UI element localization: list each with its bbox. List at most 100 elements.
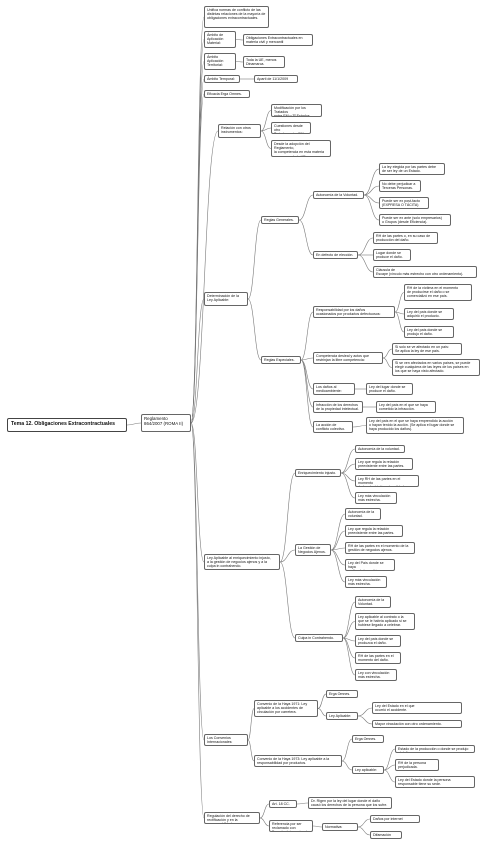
connector-convenio-1973-to-c2-ley	[341, 760, 353, 771]
culpa-item-5[interactable]: Ley con vinculación más estrecha.	[355, 669, 397, 681]
autonomia-item-3[interactable]: Puede ser ex post-facto (EXPRESA O TÁCIT…	[379, 197, 429, 209]
enriquecimiento-item-4[interactable]: Ley más vinculación más estrecha.	[355, 492, 397, 504]
responsabilidad-item-3[interactable]: Ley del país donde se produjo el daño.	[404, 326, 454, 338]
c2-item-3[interactable]: Ley del Estado donde la persona responsa…	[395, 776, 475, 788]
culpa-item-4[interactable]: RH de las partes en el momento del daño.	[355, 652, 401, 664]
c2-erga[interactable]: Erga Omnes.	[352, 735, 384, 743]
culpa-item-2[interactable]: Ley aplicable al contrato o la que se le…	[355, 613, 415, 630]
connector-defecto-label-to-defecto-item-1	[357, 237, 374, 256]
competencia-item-1[interactable]: Si solo se ve afectado en un país: Se ap…	[392, 343, 462, 355]
connector-convenios-label-to-convenio-1973	[247, 739, 255, 762]
ambito-territorial-value[interactable]: Toda la UE, menos Dinamarca.	[243, 56, 285, 68]
relacion-item-2[interactable]: Cuestiones desde otro Tratados entre EM.	[271, 122, 311, 134]
c2-ley[interactable]: Ley aplicable:	[352, 766, 384, 774]
culpa-label[interactable]: Culpa in Contrahendo.	[295, 634, 343, 642]
connector-c2-ley-to-c2-item-3	[383, 769, 396, 783]
c2-item-2[interactable]: RH de la persona perjudicada.	[395, 759, 439, 771]
connector-convenio-1973-to-c2-erga	[341, 738, 353, 762]
autonomia-label[interactable]: Autonomía de la Voluntad.	[313, 191, 364, 199]
enriquecimiento-item-2[interactable]: Ley que regula la relación preexistente …	[355, 458, 413, 470]
responsabilidad-item-2[interactable]: Ley del país donde se adquirió el produc…	[404, 308, 454, 320]
propiedad-label[interactable]: Infracción de los derechos de la propied…	[313, 401, 363, 413]
connector-defecto-label-to-defecto-item-3	[357, 254, 374, 273]
relacion-label[interactable]: Relación con otros instrumentos:	[218, 124, 261, 138]
connector-ambito-territorial-label-to-ambito-territorial-value	[235, 61, 244, 63]
normativa-label[interactable]: Normativa:	[322, 823, 358, 831]
connector-reglas-generales-to-defecto-label	[298, 219, 314, 256]
convenios-label[interactable]: Los Convenios Internacionales:	[204, 734, 248, 746]
connector-reglamento-node-to-eficacia-node	[190, 93, 205, 424]
c2-item-1[interactable]: Estado de la producción o donde se produ…	[395, 745, 475, 753]
culpa-item-3[interactable]: Ley del país donde se produzca el daño.	[355, 635, 401, 647]
conflicto-value[interactable]: Ley del país en el que se haya emprendid…	[366, 417, 464, 434]
connector-art-18-cc-to-art-18-value	[296, 802, 309, 805]
gestion-item-4[interactable]: Ley del País donde se haya realizado la …	[345, 559, 395, 571]
relacion-item-1[interactable]: Modificación por los Tratados entre EM y…	[271, 104, 322, 117]
connector-ley2-label-to-gestion-label	[279, 549, 296, 563]
connector-responsabilidad-label-to-responsabilidad-item-2	[394, 311, 405, 315]
convenio-1971[interactable]: Convenio de la Haya 1971: Ley aplicable …	[254, 700, 318, 717]
ambito-material-label[interactable]: Ámbito de Aplicación Material:	[204, 31, 236, 48]
referencia-label[interactable]: Referencia por ser reclamado con Derecho…	[269, 820, 313, 832]
connector-reglamento-node-to-relacion-label	[190, 130, 219, 424]
c1-item-2[interactable]: Mayor vinculación con otro ordenamiento.	[372, 720, 462, 728]
gestion-item-1[interactable]: Autonomía de la voluntad.	[345, 508, 381, 520]
connector-competencia-label-to-competencia-item-1	[382, 348, 393, 359]
defecto-label[interactable]: En defecto de elección.	[313, 251, 358, 259]
gestion-item-5[interactable]: Ley más vinculación más estrecha.	[345, 576, 387, 588]
eficacia-node[interactable]: Eficacia Erga Omnes.	[204, 90, 250, 98]
competencia-label[interactable]: Competencia desleal y actos que restrinj…	[313, 352, 383, 364]
autonomia-item-4[interactable]: Puede ser ex ante (solo empresarios) o G…	[379, 214, 451, 226]
medioambiente-value[interactable]: Ley del lugar donde se produce el daño.	[366, 383, 413, 395]
convenio-1973[interactable]: Convenio de la Haya 1973: Ley aplicable …	[254, 755, 342, 767]
root-topic[interactable]: Tema 12. Obligaciones Extracontractuales	[7, 418, 127, 432]
enriquecimiento-label[interactable]: Enriquecimiento injusto.	[295, 469, 341, 477]
connector-enriquecimiento-label-to-enriquecimiento-item-1	[340, 448, 356, 474]
relacion-item-3[interactable]: Desde la adopción del Reglamento, la com…	[271, 140, 331, 157]
connector-referencia-label-to-normativa-label	[312, 825, 323, 828]
c1-erga[interactable]: Erga Omnes.	[326, 690, 358, 698]
unifica-node[interactable]: Unifica normas de conflicto de las disti…	[204, 6, 269, 28]
defecto-item-2[interactable]: Lugar donde se produce el daño.	[373, 249, 411, 261]
responsabilidad-item-1[interactable]: RH de la víctima en el momento de produc…	[404, 284, 472, 301]
art-18-value[interactable]: Dr. Rigen por la ley del lugar donde el …	[308, 797, 392, 809]
reglas-generales[interactable]: Reglas Generales.	[261, 216, 299, 224]
competencia-item-2[interactable]: Si se ven afectados en varios países, se…	[392, 359, 480, 376]
enriquecimiento-item-3[interactable]: Ley RH de las partes en el momento de la…	[355, 475, 419, 487]
gestion-item-3[interactable]: RH de las partes en el momento de la ges…	[345, 542, 415, 554]
connector-ley2-label-to-culpa-label	[279, 561, 296, 639]
reglamento-node[interactable]: Reglamento 864/2007 (ROMA II)	[141, 414, 191, 432]
connector-competencia-label-to-competencia-item-2	[382, 357, 393, 368]
ambito-material-value[interactable]: Obligaciones Extracontractuales en mater…	[243, 34, 313, 46]
connector-culpa-label-to-culpa-item-2	[342, 621, 356, 639]
ley2-label[interactable]: Ley Aplicable al enriquecimiento injusto…	[204, 554, 280, 570]
defecto-item-3[interactable]: Cláusula de Escape (vínculo más estrecho…	[373, 266, 477, 278]
connector-reglas-generales-to-autonomia-label	[298, 194, 314, 221]
propiedad-value[interactable]: Ley del país en el que se haya cometido …	[376, 401, 436, 413]
c1-ley[interactable]: Ley Aplicable:	[326, 712, 358, 720]
connector-gestion-label-to-gestion-item-1	[330, 513, 346, 551]
art-18-cc[interactable]: Art. 18 CC.	[269, 800, 297, 808]
ambito-temporal-label[interactable]: Ámbito Temporal:	[204, 75, 240, 83]
autonomia-item-2[interactable]: No debe perjudicar a Terceras Personas.	[379, 180, 421, 192]
normativa-item-1[interactable]: Daños por internet	[370, 815, 420, 823]
derecho-label[interactable]: Regulación del derecho de rectificación …	[204, 812, 260, 824]
c1-item-1[interactable]: Ley del Estado en el que ocurrió el acci…	[372, 702, 462, 714]
connector-reglamento-node-to-ley2-label	[190, 422, 205, 563]
responsabilidad-label[interactable]: Responsabilidad por los daños ocasionado…	[313, 306, 395, 318]
conflicto-label[interactable]: La acción de conflicto colectivo.	[313, 421, 353, 433]
medioambiente-label[interactable]: Los daños al medioambiente:	[313, 383, 355, 395]
normativa-item-2[interactable]: Difamación	[370, 831, 402, 839]
ambito-territorial-label[interactable]: Ámbito Aplicación Territorial:	[204, 53, 236, 70]
gestion-label[interactable]: La Gestión de Negocios Ajenos.	[295, 544, 331, 556]
reglas-especiales[interactable]: Reglas Especiales.	[261, 356, 301, 364]
connector-autonomia-label-to-autonomia-item-4	[363, 194, 380, 221]
autonomia-item-1[interactable]: La ley elegida por las partes debe de se…	[379, 163, 445, 175]
defecto-item-1[interactable]: RH de las partes o, en su caso de produc…	[373, 232, 438, 244]
ambito-temporal-value[interactable]: Aparti de 11/1/2009	[254, 75, 298, 83]
enriquecimiento-item-1[interactable]: Autonomía de la voluntad.	[355, 445, 405, 453]
connector-c2-ley-to-c2-item-1	[383, 748, 396, 771]
culpa-item-1[interactable]: Autonomía de la Voluntad.	[355, 596, 391, 608]
ley-aplicable-label[interactable]: Determinación de la Ley Aplicable:	[204, 292, 248, 306]
gestion-item-2[interactable]: Ley que regula la relación preexistente …	[345, 525, 403, 537]
